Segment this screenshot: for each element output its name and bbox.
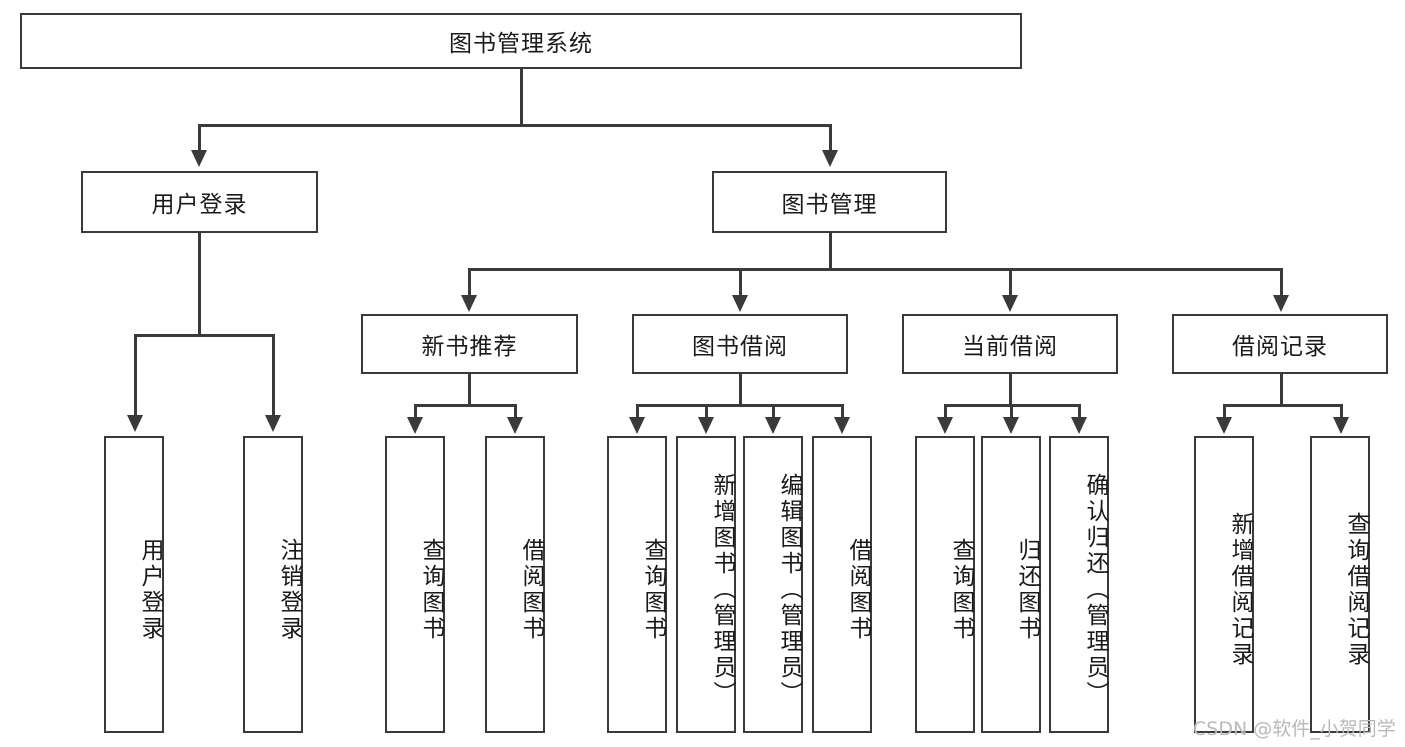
arrowhead-book-borrow	[732, 295, 748, 312]
node-leaf-borrow-book-nbr[interactable]: 借阅图书	[485, 436, 545, 733]
node-leaf-add-borrow-record[interactable]: 新增借阅记录	[1194, 436, 1254, 733]
arrowhead-cb-leaf1	[937, 417, 953, 434]
node-leaf-logout[interactable]: 注销登录	[243, 436, 303, 733]
node-label: 用户登录	[137, 537, 163, 642]
edge-bb-leaf4	[841, 404, 844, 417]
edge-to-current-borrow	[1009, 268, 1012, 295]
edge-user-login-stem	[198, 233, 201, 334]
node-label: 当前借阅	[962, 334, 1058, 360]
node-leaf-confirm-return-admin[interactable]: 确认归还（管理员）	[1049, 436, 1109, 733]
node-leaf-return-book[interactable]: 归还图书	[981, 436, 1041, 733]
edge-to-borrow-record	[1280, 268, 1283, 295]
edge-root-stem	[520, 69, 523, 124]
edge-current-borrow-stem	[1009, 374, 1012, 404]
arrowhead-br-leaf2	[1333, 417, 1349, 434]
edge-user-login-to-leaf2	[272, 334, 275, 415]
arrowhead-nbr-leaf1	[407, 417, 423, 434]
node-label: 归还图书	[1014, 537, 1040, 642]
arrowhead-bb-leaf4	[834, 417, 850, 434]
edge-root-bar	[198, 124, 830, 127]
node-label: 查询图书	[640, 537, 666, 642]
node-label: 查询图书	[948, 537, 974, 642]
edge-new-book-rec-bar	[414, 404, 516, 407]
arrowhead-bb-leaf3	[765, 417, 781, 434]
node-leaf-query-book-nbr[interactable]: 查询图书	[385, 436, 445, 733]
arrowhead-user-login-leaf1	[127, 415, 143, 432]
arrowhead-cb-leaf2	[1003, 417, 1019, 434]
edge-bb-leaf1	[636, 404, 639, 417]
arrowhead-current-borrow	[1002, 295, 1018, 312]
edge-to-new-book-rec	[468, 268, 471, 295]
edge-cb-leaf1	[944, 404, 947, 417]
node-leaf-query-book-bb[interactable]: 查询图书	[607, 436, 667, 733]
edge-br-leaf1	[1223, 404, 1226, 417]
node-root-system[interactable]: 图书管理系统	[20, 13, 1022, 69]
arrowhead-to-user-login	[191, 150, 207, 167]
arrowhead-borrow-record	[1273, 295, 1289, 312]
node-label: 编辑图书（管理员）	[776, 472, 802, 707]
node-label: 用户登录	[151, 192, 248, 218]
node-label: 新书推荐	[421, 334, 518, 360]
node-leaf-query-borrow-record[interactable]: 查询借阅记录	[1310, 436, 1370, 733]
arrowhead-br-leaf1	[1216, 417, 1232, 434]
edge-user-login-bar	[134, 334, 274, 337]
node-label: 借阅图书	[845, 537, 871, 642]
node-leaf-borrow-book-bb[interactable]: 借阅图书	[812, 436, 872, 733]
edge-to-book-borrow	[739, 268, 742, 295]
node-label: 图书借阅	[692, 334, 788, 360]
edge-root-to-book-mgmt	[829, 124, 832, 150]
node-label: 查询借阅记录	[1343, 511, 1369, 668]
edge-cb-leaf2	[1010, 404, 1013, 417]
arrowhead-user-login-leaf2	[265, 415, 281, 432]
arrowhead-bb-leaf1	[629, 417, 645, 434]
node-new-book-recommend[interactable]: 新书推荐	[361, 314, 578, 374]
node-label: 借阅图书	[518, 537, 544, 642]
node-label: 图书管理	[781, 192, 878, 218]
edge-book-mgmt-bar	[468, 268, 1280, 271]
arrowhead-cb-leaf3	[1071, 417, 1087, 434]
node-label: 查询图书	[418, 537, 444, 642]
node-label: 注销登录	[276, 537, 302, 642]
node-leaf-add-book-admin[interactable]: 新增图书（管理员）	[676, 436, 736, 733]
node-leaf-user-login[interactable]: 用户登录	[104, 436, 164, 733]
node-book-management[interactable]: 图书管理	[712, 171, 947, 233]
edge-root-to-user-login	[198, 124, 201, 150]
edge-nbr-leaf2	[514, 404, 517, 417]
edge-br-leaf2	[1340, 404, 1343, 417]
node-current-borrow[interactable]: 当前借阅	[902, 314, 1118, 374]
node-label: 确认归还（管理员）	[1082, 472, 1108, 707]
arrowhead-bb-leaf2	[698, 417, 714, 434]
edge-nbr-leaf1	[414, 404, 417, 417]
edge-bb-leaf3	[772, 404, 775, 417]
edge-book-borrow-bar	[636, 404, 844, 407]
node-leaf-query-book-cb[interactable]: 查询图书	[915, 436, 975, 733]
node-label: 借阅记录	[1232, 334, 1328, 360]
edge-cb-leaf3	[1078, 404, 1081, 417]
node-borrow-record[interactable]: 借阅记录	[1172, 314, 1388, 374]
node-label: 新增图书（管理员）	[709, 472, 735, 707]
node-leaf-edit-book-admin[interactable]: 编辑图书（管理员）	[743, 436, 803, 733]
edge-user-login-to-leaf1	[134, 334, 137, 415]
edge-book-mgmt-stem	[829, 233, 832, 268]
edge-borrow-record-stem	[1280, 374, 1283, 404]
edge-new-book-rec-stem	[468, 374, 471, 404]
node-label: 图书管理系统	[449, 31, 593, 57]
edge-book-borrow-stem	[739, 374, 742, 404]
edge-borrow-record-bar	[1223, 404, 1342, 407]
arrowhead-nbr-leaf2	[507, 417, 523, 434]
csdn-watermark: CSDN @软件_小贺同学	[1193, 718, 1396, 740]
arrowhead-to-book-mgmt	[822, 150, 838, 167]
node-user-login[interactable]: 用户登录	[81, 171, 318, 233]
edge-bb-leaf2	[705, 404, 708, 417]
node-label: 新增借阅记录	[1227, 511, 1253, 668]
node-book-borrow[interactable]: 图书借阅	[632, 314, 848, 374]
arrowhead-new-book-rec	[461, 295, 477, 312]
